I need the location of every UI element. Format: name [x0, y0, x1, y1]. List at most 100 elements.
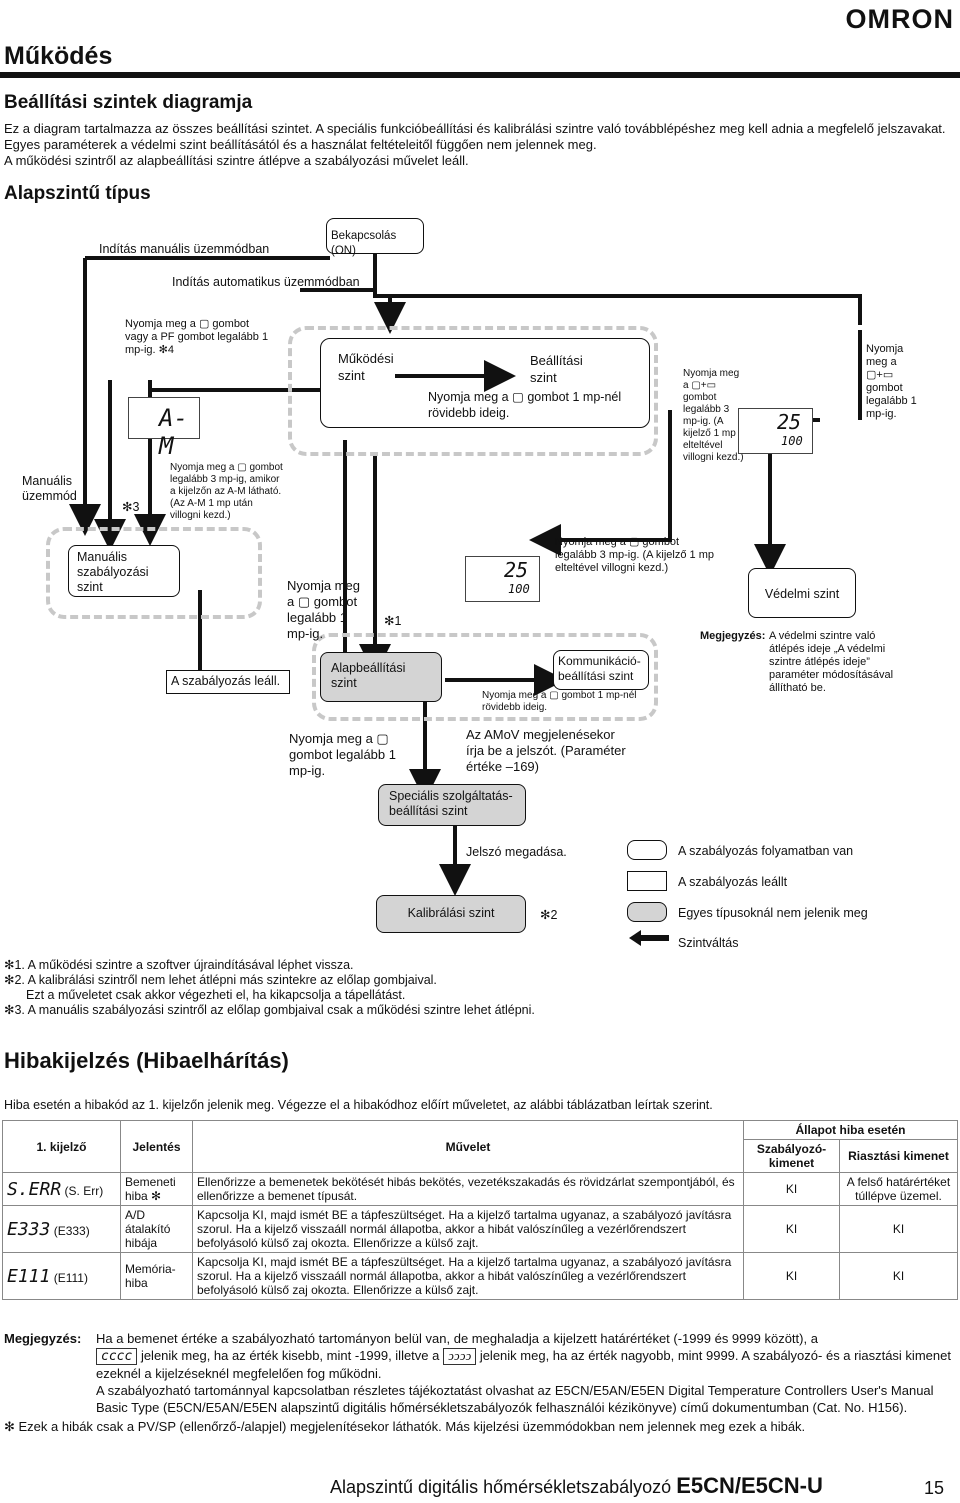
control-stops-box: A szabályozás leáll. — [166, 670, 290, 694]
press-1s-note: Nyomja meg a ▢ gombot legalább 1 mp-ig. — [287, 578, 360, 641]
cell-control: KI — [743, 1252, 840, 1300]
amov-note: Az AMoV megjelenésekor írja be a jelszót… — [466, 727, 626, 774]
footnote-3: ✻3. A manuális szabályozási szintről az … — [4, 1003, 535, 1017]
lcd-pv-sp-right: 25 100 — [738, 408, 813, 454]
calibration-level-box: Kalibrálási szint — [376, 895, 526, 933]
legend-swatch-hidden — [627, 902, 667, 922]
code-label: (E333) — [53, 1223, 90, 1238]
code-segment: E111 — [7, 1265, 51, 1287]
start-manual-label: Indítás manuális üzemmódban — [99, 242, 270, 256]
press-1s-note-b: Nyomja meg a ▢ gombot legalább 1 mp-ig. — [289, 731, 396, 778]
pf-note: Nyomja meg a ▢ gombot vagy a PF gombot l… — [125, 318, 269, 356]
cell-alarm: KI — [839, 1205, 958, 1253]
lcd-am-display: A-M — [128, 397, 200, 460]
page-title: Működés — [4, 42, 113, 70]
subsection-title: Alapszintű típus — [4, 183, 151, 204]
cell-control: KI — [743, 1205, 840, 1253]
notes-line-2: cccc jelenik meg, ha az érték kisebb, mi… — [96, 1347, 954, 1382]
notes-block: Megjegyzés: Ha a bemenet értéke a szabál… — [4, 1330, 954, 1435]
code-label: (E111) — [53, 1270, 88, 1285]
intro-line-1: Ez a diagram tartalmazza az összes beáll… — [4, 121, 946, 152]
cell-action: Kapcsolja KI, majd ismét BE a tápfeszült… — [192, 1252, 744, 1300]
legend-hidden: Egyes típusoknál nem jelenik meg — [678, 906, 868, 920]
notes-star-line: ✻ Ezek a hibák csak a PV/SP (ellenőrző-/… — [4, 1419, 806, 1434]
code-label: (S. Err) — [64, 1183, 104, 1198]
cell-alarm: KI — [839, 1252, 958, 1300]
legend-stopped: A szabályozás leállt — [678, 875, 788, 889]
footnotes: ✻1. A működési szintre a szoftver újrain… — [4, 958, 704, 1018]
underflow-display: cccc — [96, 1348, 138, 1365]
start-auto-label: Indítás automatikus üzemmódban — [172, 275, 360, 289]
footnote-2: ✻2. A kalibrálási szintről nem lehet átl… — [4, 973, 437, 987]
power-on-box: Bekapcsolás (ON) — [326, 218, 424, 257]
cell-code: E333 (E333) — [2, 1205, 121, 1253]
dashed-region-operation — [288, 326, 658, 456]
th-control: Szabályozó-kimenet — [743, 1139, 840, 1173]
notes-line-1: Ha a bemenet értéke a szabályozható tart… — [96, 1331, 818, 1346]
title-rule — [0, 72, 960, 78]
th-display: 1. kijelző — [2, 1120, 121, 1173]
notes-label: Megjegyzés: — [4, 1331, 82, 1346]
cell-control: KI — [743, 1172, 840, 1206]
legend-arrow-icon — [629, 930, 669, 946]
section-title-diagram: Beállítási szintek diagramja — [4, 92, 253, 113]
notes-body: Ha a bemenet értéke a szabályozható tart… — [96, 1330, 954, 1416]
advanced-level-box: Speciális szolgáltatás-beállítási szint — [378, 784, 526, 826]
th-state: Állapot hiba esetén — [743, 1120, 958, 1140]
lcd-sp-right: 100 — [781, 434, 803, 448]
manual-mode-label: Manuális üzemmód — [22, 474, 77, 503]
lcd-am-text: A-M — [159, 404, 188, 460]
operation-adjust-frame — [320, 338, 650, 428]
table-row: E333 (E333) A/D átalakító hibája Kapcsol… — [2, 1205, 958, 1253]
lcd-pv-right: 25 — [777, 410, 802, 434]
star3-marker: ✻3 — [122, 500, 140, 514]
star1-marker: ✻1 — [384, 614, 402, 628]
lcd-pv-sp-middle: 25 100 — [465, 556, 540, 602]
footnote-2b: Ezt a műveletet csak akkor végezheti el,… — [26, 988, 406, 1002]
initial-setting-box: Alapbeállítási szint — [320, 652, 442, 702]
footer-product: Alapszintű digitális hőmérsékletszabályo… — [330, 1477, 672, 1497]
table-row: E111 (E111) Memória-hiba Kapcsolja KI, m… — [2, 1252, 958, 1300]
intro-line-2: A működési szintről az alapbeállítási sz… — [4, 153, 469, 168]
table-row: S.ERR (S. Err) Bemeneti hiba ✻ Ellenőriz… — [2, 1172, 958, 1206]
lcd-sp-middle: 100 — [508, 582, 530, 596]
notes-main: Megjegyzés: Ha a bemenet értéke a szabál… — [4, 1330, 954, 1416]
comm-setting-box: Kommunikáció-beállítási szint — [553, 650, 649, 690]
cell-alarm: A felső határértéket túllépve üzemel. — [839, 1172, 958, 1206]
footer-text: Alapszintű digitális hőmérsékletszabályo… — [330, 1473, 823, 1499]
table-header-row: 1. kijelző Jelentés Művelet Állapot hiba… — [2, 1120, 958, 1173]
notes-line-2d: jelenik meg, ha az érték nagyobb, mint 9… — [96, 1348, 951, 1381]
notes-line-2b: jelenik meg, ha az érték kisebb, mint -1… — [140, 1348, 440, 1363]
cell-meaning: A/D átalakító hibája — [120, 1205, 193, 1253]
cell-code: E111 (E111) — [2, 1252, 121, 1300]
page-number: 15 — [923, 1478, 944, 1498]
press-3s-blink-note: Nyomja meg a ▢ gombot legalább 3 mp-ig. … — [555, 536, 714, 574]
protect-level-box: Védelmi szint — [748, 568, 856, 618]
section-title-errors: Hibakijelzés (Hibaelhárítás) — [4, 1048, 289, 1073]
protect-remark-text: A védelmi szintre való átlépés ideje „A … — [769, 630, 894, 694]
th-action: Művelet — [192, 1120, 744, 1173]
cell-action: Kapcsolja KI, majd ismét BE a tápfeszült… — [192, 1205, 744, 1253]
am-note: Nyomja meg a ▢ gombot legalább 3 mp-ig, … — [170, 462, 283, 521]
press-short-note: Nyomja meg a ▢ gombot 1 mp-nél rövidebb … — [428, 390, 622, 420]
cell-action: Ellenőrizze a bemenetek bekötését hibás … — [192, 1172, 744, 1206]
cell-meaning: Bemeneti hiba ✻ — [120, 1172, 193, 1206]
notes-line-3: A szabályozható tartománnyal kapcsolatba… — [96, 1383, 934, 1415]
press-short-note-2: Nyomja meg a ▢ gombot 1 mp-nél rövidebb … — [482, 690, 637, 713]
legend-swatch-stopped — [627, 871, 667, 891]
legend-swatch-running — [627, 840, 667, 860]
th-alarm: Riasztási kimenet — [839, 1139, 958, 1173]
cell-code: S.ERR (S. Err) — [2, 1172, 121, 1206]
code-segment: E333 — [7, 1218, 51, 1240]
footnote-1: ✻1. A működési szintre a szoftver újrain… — [4, 958, 354, 972]
omron-logo: OMRON — [845, 4, 954, 34]
operation-level-label: Működési szint — [338, 351, 394, 383]
password-input-note: Jelszó megadása. — [466, 845, 567, 859]
lcd-pv-middle: 25 — [504, 558, 529, 582]
dashed-region-initial — [312, 633, 658, 721]
adjustment-level-label: Beállítási szint — [530, 353, 583, 385]
legend-level-change: Szintváltás — [678, 936, 739, 950]
error-table: 1. kijelző Jelentés Művelet Állapot hiba… — [2, 1120, 958, 1300]
cell-meaning: Memória-hiba — [120, 1252, 193, 1300]
manual-control-level-box: Manuális szabályozási szint — [68, 545, 180, 597]
